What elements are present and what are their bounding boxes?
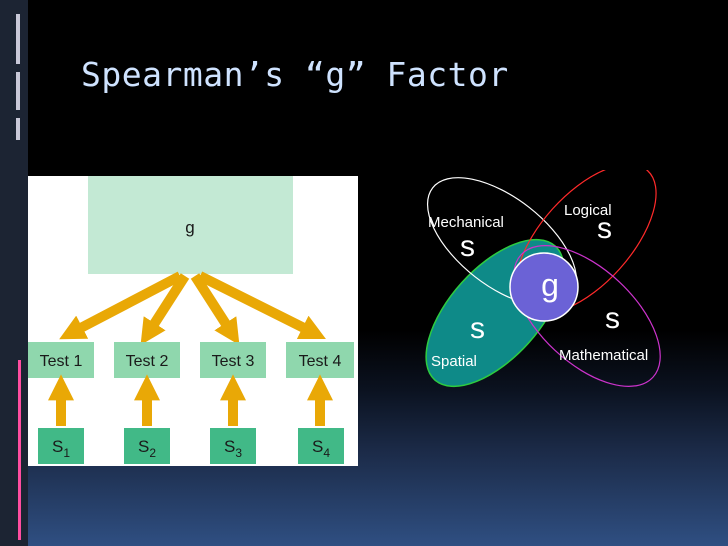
specific-factor-label: S4 [312,437,330,460]
test-label: Test 4 [299,353,342,370]
decor-stripe [16,72,20,110]
mathematical-ellipse [513,245,661,387]
specific-subscript: 3 [235,446,242,460]
region-label-mechanical: Mechanical [428,214,504,231]
g-factor-label: g [185,218,194,237]
test-label: Test 2 [126,353,169,370]
specific-factor-label: S1 [52,437,70,460]
test-box: Test 2 [114,342,180,378]
specific-factor-label: S2 [138,437,156,460]
arrow-g-to-test-2 [140,273,190,346]
region-label-logical: Logical [564,202,612,219]
venn-diagram: g Mechanical s Logical s Spatial s Mathe… [425,163,661,388]
slide-title: Spearman’s “g” Factor [81,55,509,94]
specific-subscript: 1 [63,446,70,460]
specific-factor-box: S2 [124,428,170,464]
arrow-g-to-test-4 [197,271,326,339]
specific-letter: S [138,437,149,456]
g-center-label: g [541,267,559,303]
region-label-mathematical: Mathematical [559,347,648,364]
arrow-g-to-test-1 [59,271,183,340]
specific-factor-box: S4 [298,428,344,464]
specific-letter: S [52,437,63,456]
g-factor-box [88,176,293,274]
g-factor-circle [509,252,579,322]
region-s-logical: s [597,212,612,245]
test-label: Test 3 [212,353,255,370]
test-box: Test 3 [200,342,266,378]
region-s-spatial: s [470,312,485,345]
venn-diagram-panel: g Mechanical s Logical s Spatial s Mathe… [410,163,690,400]
region-s-mechanical: s [460,230,475,263]
arrow-g-to-test-3 [190,273,240,346]
region-label-spatial: Spatial [431,353,477,370]
hierarchy-diagram: g Test 1 Test 2 Test 3 Test 4 [28,176,354,464]
specific-subscript: 4 [323,446,330,460]
specific-factor-label: S3 [224,437,242,460]
specific-factor-box: S1 [38,428,84,464]
decor-accent-line [18,360,21,540]
region-s-mathematical: s [605,302,620,335]
specific-subscript: 2 [149,446,156,460]
decor-stripe [16,118,20,140]
specific-factor-box: S3 [210,428,256,464]
hierarchy-diagram-panel: g Test 1 Test 2 Test 3 Test 4 [28,176,358,466]
specific-letter: S [224,437,235,456]
test-label: Test 1 [40,353,83,370]
test-box: Test 4 [286,342,354,378]
specific-letter: S [312,437,323,456]
test-box: Test 1 [28,342,94,378]
left-decorative-bar [0,0,28,546]
decor-stripe [16,14,20,64]
